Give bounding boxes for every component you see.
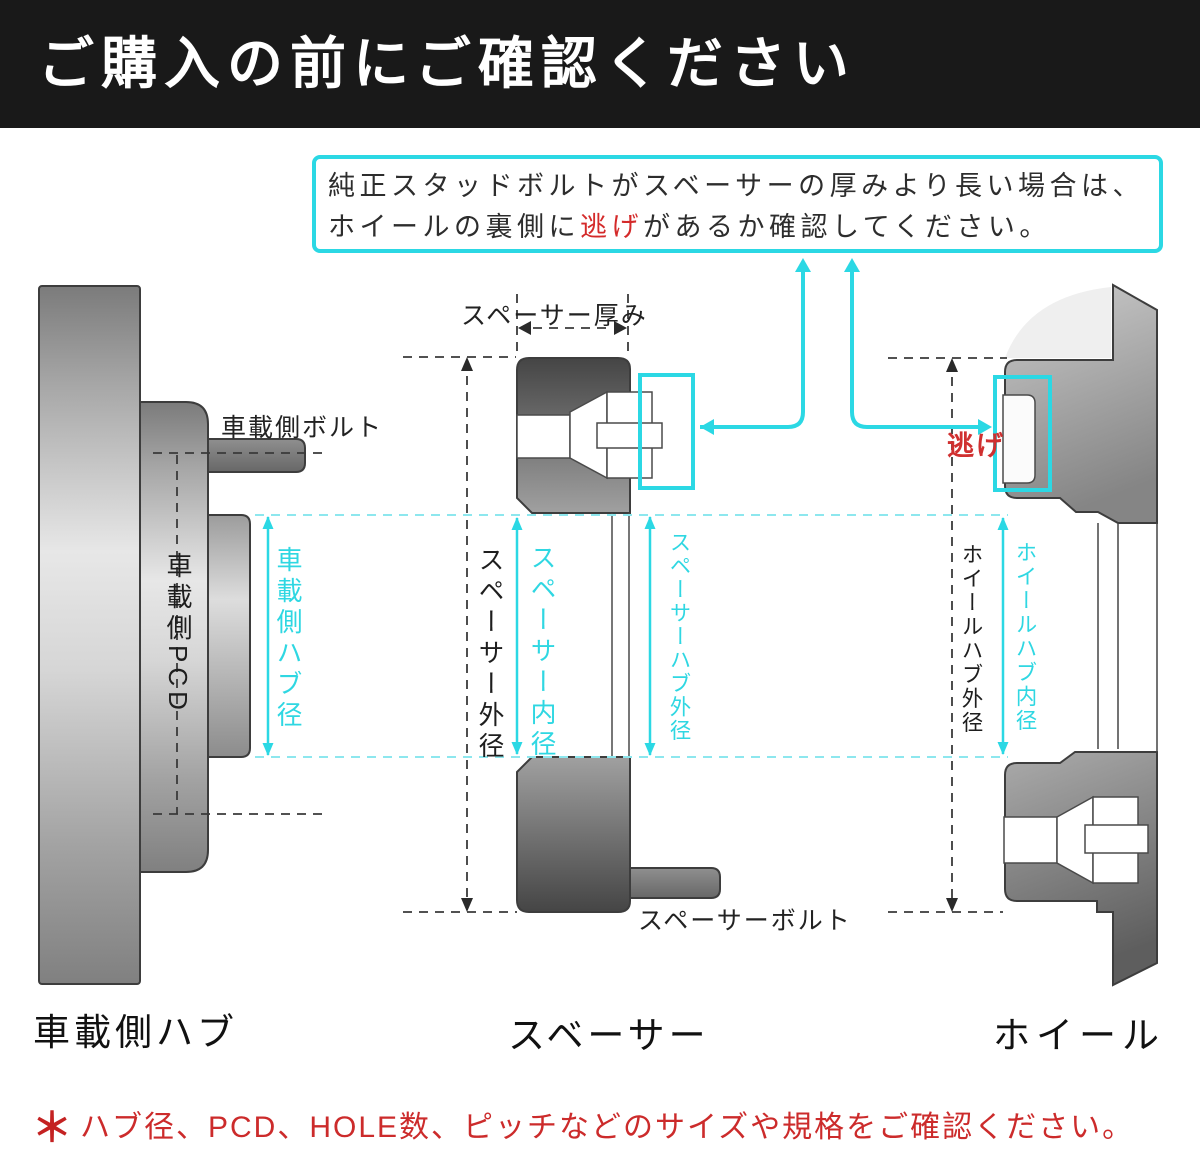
reference-lines-cyan bbox=[255, 514, 1008, 758]
relief-highlight-text: 逃げ bbox=[580, 212, 643, 242]
spacer-drawing bbox=[516, 357, 721, 913]
dimension-lines-black bbox=[153, 294, 1007, 913]
asterisk-icon: ＊ bbox=[32, 1106, 72, 1150]
spacer-thickness-label: スペーサー厚み bbox=[461, 302, 648, 330]
connector-arrows bbox=[700, 258, 992, 435]
spacer-outer-diameter-label: スペーサー外径 bbox=[475, 546, 505, 763]
dimension-arrows-cyan bbox=[262, 516, 1009, 756]
wheel-part-label: ホイール bbox=[993, 1015, 1165, 1056]
footnote: ＊ ハブ径、PCD、HOLE数、ピッチなどのサイズや規格をご確認ください。 bbox=[32, 1095, 1134, 1153]
wheel-hub-outer-diameter-label: ホイールハブ外径 bbox=[959, 543, 983, 735]
wheel-drawing bbox=[1002, 283, 1158, 987]
page-title: ご購入の前にご確認ください bbox=[38, 32, 856, 95]
spacer-hub-outer-diameter-label: スペーサーハブ外径 bbox=[667, 531, 691, 743]
notice-line-2-suffix: があるか確認してください。 bbox=[643, 212, 1051, 242]
spacer-bolt-label: スペーサーボルト bbox=[638, 907, 852, 935]
notice-box: 純正スタッドボルトがスベーサーの厚みより長い場合は、 ホイールの裏側に逃げがある… bbox=[312, 155, 1163, 253]
dimension-lines-cyan bbox=[266, 517, 1005, 755]
hub-part-label: 車載側ハブ bbox=[33, 1012, 238, 1053]
relief-label: 逃げ bbox=[947, 431, 1005, 461]
hub-drawing bbox=[38, 285, 306, 985]
spacer-inner-diameter-label: スペーサー内径 bbox=[527, 544, 557, 761]
hub-pcd-label: 車載側PCD bbox=[163, 552, 193, 715]
notice-line-2: ホイールの裏側に逃げがあるか確認してください。 bbox=[328, 207, 1147, 248]
dimension-arrows-black bbox=[461, 321, 958, 912]
hub-hub-diameter-label: 車載側ハブ径 bbox=[273, 546, 303, 732]
header-banner: ご購入の前にご確認ください bbox=[0, 0, 1200, 128]
wheel-hub-inner-diameter-label: ホイールハブ内径 bbox=[1013, 541, 1037, 733]
hub-bolt-label: 車載側ボルト bbox=[221, 414, 384, 442]
footnote-text: ハブ径、PCD、HOLE数、ピッチなどのサイズや規格をご確認ください。 bbox=[80, 1111, 1135, 1144]
notice-line-1: 純正スタッドボルトがスベーサーの厚みより長い場合は、 bbox=[328, 171, 1145, 201]
notice-line-2-prefix: ホイールの裏側に bbox=[328, 212, 580, 242]
highlight-boxes bbox=[638, 373, 1052, 492]
spacer-part-label: スベーサー bbox=[508, 1015, 710, 1056]
